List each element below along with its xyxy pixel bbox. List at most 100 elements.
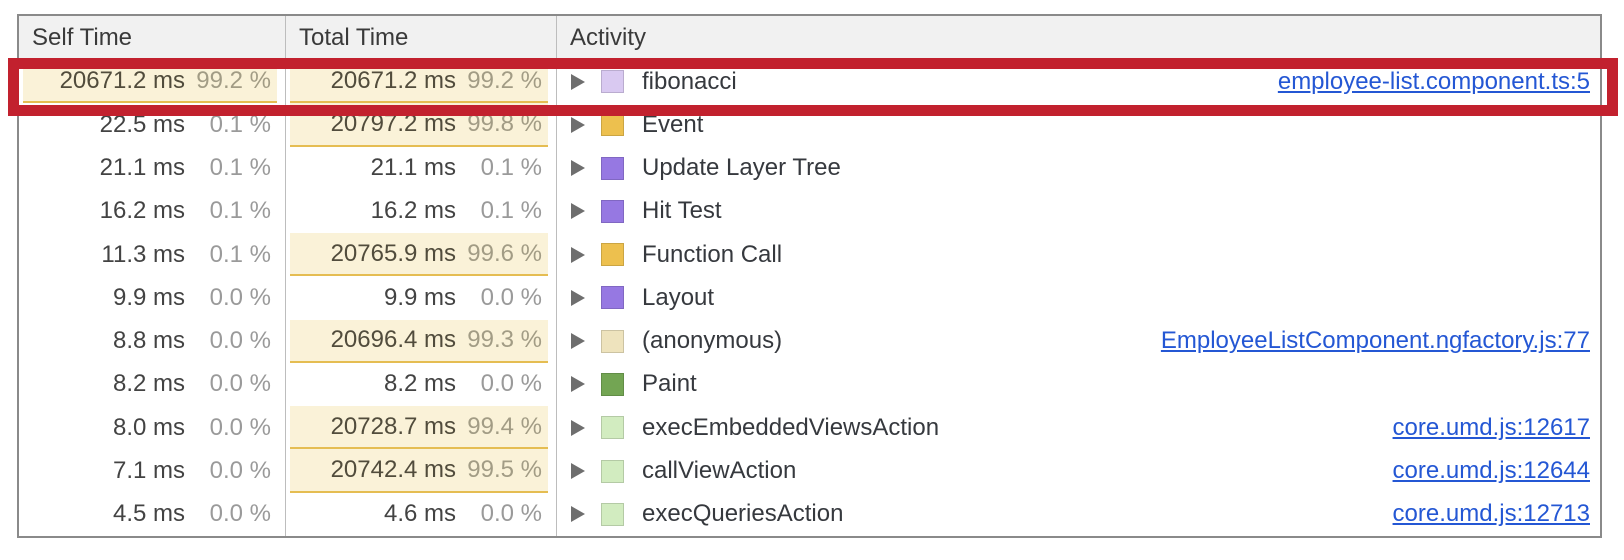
- expand-arrow-icon[interactable]: [571, 73, 585, 90]
- self-time-cell: 7.1 ms 0.0 %: [19, 449, 286, 493]
- rendering-layout-swatch: [601, 286, 624, 310]
- total-time-cell: 20797.2 ms 99.8 %: [286, 103, 557, 147]
- column-header-total-time[interactable]: Total Time: [286, 16, 557, 59]
- total-time-percent: 0.0 %: [480, 500, 542, 528]
- total-time-percent: 0.1 %: [480, 154, 542, 182]
- expand-arrow-icon[interactable]: [571, 203, 585, 220]
- activity-label: Update Layer Tree: [642, 154, 841, 182]
- rendering-swatch: [601, 156, 624, 180]
- self-time-percent: 0.0 %: [209, 370, 271, 398]
- self-time-value: 8.0 ms: [112, 413, 185, 441]
- source-location-link[interactable]: employee-list.component.ts:5: [1277, 67, 1590, 95]
- self-time-cell: 16.2 ms 0.1 %: [19, 189, 286, 234]
- table-row[interactable]: 9.9 ms 0.0 % 9.9 ms 0.0 % Layout: [19, 276, 1600, 320]
- scripting-js-frame-swatch: [601, 70, 624, 94]
- table-header-row: Self Time Total Time Activity: [19, 16, 1600, 60]
- scripting-event-swatch: [601, 113, 624, 137]
- table-row[interactable]: 4.5 ms 0.0 % 4.6 ms 0.0 % execQueriesAct…: [19, 492, 1600, 536]
- total-time-cell: 21.1 ms 0.1 %: [286, 146, 557, 190]
- self-time-value: 8.8 ms: [112, 327, 185, 355]
- expand-arrow-icon[interactable]: [571, 376, 585, 393]
- activity-label: Layout: [642, 283, 715, 311]
- total-time-percent: 99.8 %: [467, 109, 542, 137]
- activity-cell: execQueriesAction core.umd.js:12713: [557, 493, 1600, 536]
- table-row[interactable]: 8.0 ms 0.0 % 20728.7 ms 99.4 % execEmbed…: [19, 406, 1600, 450]
- total-time-cell: 8.2 ms 0.0 %: [286, 362, 557, 407]
- table-row[interactable]: 21.1 ms 0.1 % 21.1 ms 0.1 % Update Layer…: [19, 146, 1600, 190]
- self-time-value: 22.5 ms: [99, 110, 185, 138]
- total-time-percent: 99.6 %: [467, 239, 542, 267]
- self-time-value: 4.5 ms: [112, 500, 185, 528]
- expand-arrow-icon[interactable]: [571, 246, 585, 263]
- self-time-value: 21.1 ms: [99, 154, 185, 182]
- activity-label: (anonymous): [642, 327, 783, 355]
- table-row[interactable]: 22.5 ms 0.1 % 20797.2 ms 99.8 % Event: [19, 103, 1600, 147]
- total-time-value: 20742.4 ms: [330, 456, 456, 484]
- performance-bottom-up-table: Self Time Total Time Activity 20671.2 ms…: [17, 14, 1602, 538]
- table-row[interactable]: 8.8 ms 0.0 % 20696.4 ms 99.3 % (anonymou…: [19, 319, 1600, 363]
- expand-arrow-icon[interactable]: [571, 160, 585, 177]
- self-time-percent: 0.0 %: [209, 327, 271, 355]
- total-time-percent: 0.0 %: [480, 370, 542, 398]
- self-time-value: 16.2 ms: [99, 197, 185, 225]
- activity-label: Hit Test: [642, 197, 722, 225]
- source-location-link[interactable]: core.umd.js:12644: [1392, 457, 1590, 485]
- source-location-link[interactable]: EmployeeListComponent.ngfactory.js:77: [1160, 327, 1590, 355]
- source-location-link[interactable]: core.umd.js:12617: [1392, 413, 1590, 441]
- activity-label: Event: [642, 110, 704, 138]
- self-time-cell: 21.1 ms 0.1 %: [19, 146, 286, 190]
- source-location-link[interactable]: core.umd.js:12713: [1392, 500, 1590, 528]
- total-time-value: 20797.2 ms: [330, 109, 456, 137]
- total-time-value: 20696.4 ms: [330, 326, 456, 354]
- rendering-swatch: [601, 199, 624, 223]
- expand-arrow-icon[interactable]: [571, 419, 585, 436]
- activity-cell: execEmbeddedViewsAction core.umd.js:1261…: [557, 406, 1600, 449]
- scripting-light-green-swatch: [601, 502, 624, 526]
- total-time-value: 4.6 ms: [383, 500, 456, 528]
- total-time-percent: 99.2 %: [467, 66, 542, 94]
- table-row[interactable]: 20671.2 ms 99.2 % 20671.2 ms 99.2 % fibo…: [19, 60, 1600, 104]
- table-row[interactable]: 8.2 ms 0.0 % 8.2 ms 0.0 % Paint: [19, 362, 1600, 407]
- activity-label: Paint: [642, 370, 697, 398]
- total-time-cell: 20696.4 ms 99.3 %: [286, 319, 557, 363]
- activity-label: callViewAction: [642, 457, 797, 485]
- total-time-percent: 99.4 %: [467, 412, 542, 440]
- self-time-percent: 0.1 %: [209, 197, 271, 225]
- scripting-anonymous-swatch: [601, 329, 624, 353]
- activity-cell: fibonacci employee-list.component.ts:5: [557, 60, 1600, 103]
- total-time-cell: 20671.2 ms 99.2 %: [286, 60, 557, 104]
- table-row[interactable]: 16.2 ms 0.1 % 16.2 ms 0.1 % Hit Test: [19, 189, 1600, 234]
- expand-arrow-icon[interactable]: [571, 463, 585, 480]
- self-time-cell: 20671.2 ms 99.2 %: [19, 60, 286, 104]
- total-time-value: 20728.7 ms: [330, 412, 456, 440]
- table-row[interactable]: 11.3 ms 0.1 % 20765.9 ms 99.6 % Function…: [19, 233, 1600, 277]
- activity-cell: Event: [557, 103, 1600, 146]
- painting-swatch: [601, 372, 624, 396]
- column-header-activity[interactable]: Activity: [570, 24, 647, 51]
- table-body: 20671.2 ms 99.2 % 20671.2 ms 99.2 % fibo…: [19, 60, 1600, 536]
- activity-label: execEmbeddedViewsAction: [642, 413, 940, 441]
- expand-arrow-icon[interactable]: [571, 289, 585, 306]
- table-row[interactable]: 7.1 ms 0.0 % 20742.4 ms 99.5 % callViewA…: [19, 449, 1600, 493]
- total-time-value: 20671.2 ms: [330, 66, 456, 94]
- self-time-cell: 8.8 ms 0.0 %: [19, 319, 286, 363]
- self-time-percent: 0.1 %: [209, 110, 271, 138]
- total-time-value: 16.2 ms: [370, 197, 456, 225]
- self-time-value: 9.9 ms: [112, 283, 185, 311]
- self-time-percent: 0.0 %: [209, 500, 271, 528]
- activity-cell: (anonymous) EmployeeListComponent.ngfact…: [557, 320, 1600, 363]
- total-time-value: 21.1 ms: [370, 154, 456, 182]
- total-time-value: 8.2 ms: [383, 370, 456, 398]
- total-time-cell: 9.9 ms 0.0 %: [286, 276, 557, 320]
- expand-arrow-icon[interactable]: [571, 333, 585, 350]
- activity-cell: callViewAction core.umd.js:12644: [557, 449, 1600, 492]
- column-header-self-time[interactable]: Self Time: [19, 16, 286, 59]
- self-time-cell: 8.2 ms 0.0 %: [19, 362, 286, 407]
- expand-arrow-icon[interactable]: [571, 116, 585, 133]
- self-time-percent: 0.0 %: [209, 457, 271, 485]
- expand-arrow-icon[interactable]: [571, 506, 585, 523]
- activity-cell: Paint: [557, 363, 1600, 406]
- self-time-cell: 9.9 ms 0.0 %: [19, 276, 286, 320]
- self-time-percent: 0.1 %: [209, 240, 271, 268]
